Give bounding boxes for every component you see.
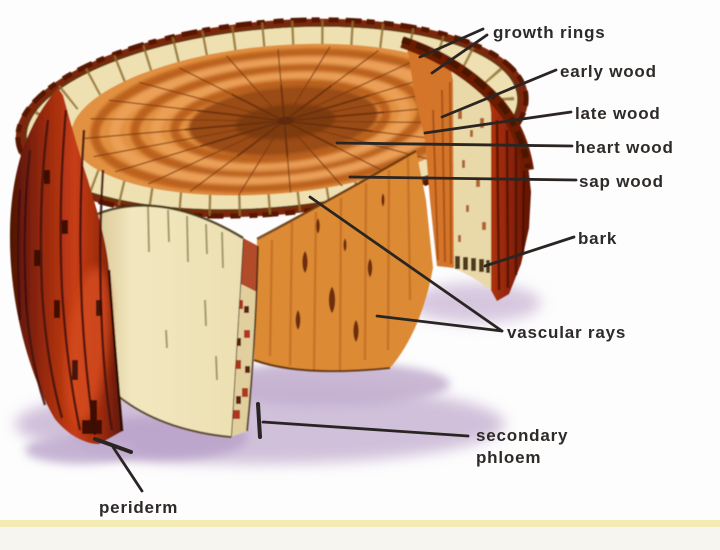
phloem-strip-streaks bbox=[147, 204, 224, 381]
label-growth-rings: growth rings bbox=[493, 23, 606, 42]
leader-growth-rings-b bbox=[430, 33, 489, 75]
periderm-bark-chips bbox=[34, 170, 102, 434]
phloem-edge-mottle-dark bbox=[236, 306, 250, 404]
phloem-strip-fill bbox=[95, 205, 243, 437]
sapwood-outer-line bbox=[24, 24, 520, 212]
phloem-strip-top-edge bbox=[94, 204, 244, 240]
label-late-wood: late wood bbox=[575, 104, 661, 123]
leader-sap-wood bbox=[348, 175, 578, 182]
label-early-wood: early wood bbox=[560, 62, 657, 81]
label-sap-wood: sap wood bbox=[579, 172, 664, 191]
leader-late-wood bbox=[423, 110, 573, 135]
label-heart-wood: heart wood bbox=[575, 138, 674, 157]
label-periderm: periderm bbox=[99, 498, 178, 517]
label-bark: bark bbox=[578, 229, 617, 248]
periderm-texture bbox=[16, 109, 114, 436]
leader-vascular-rays-a bbox=[308, 195, 504, 333]
label-secondary-phloem-line1: secondary bbox=[476, 426, 568, 445]
wood-face-bottom-edge bbox=[253, 359, 391, 373]
pith-center bbox=[277, 116, 294, 125]
tick-periderm bbox=[93, 437, 133, 454]
bark-wall-phloem-speckles bbox=[458, 110, 486, 242]
hub-spokes bbox=[184, 84, 385, 157]
phloem-edge-strip bbox=[230, 237, 259, 438]
bottom-margin-band bbox=[0, 527, 720, 550]
leader-heart-wood bbox=[335, 141, 574, 148]
leader-growth-rings-a bbox=[418, 27, 485, 59]
leader-bark bbox=[483, 235, 576, 268]
periderm-inner-seam bbox=[107, 269, 124, 432]
label-secondary-phloem-line2: phloem bbox=[476, 448, 541, 467]
label-vascular-rays: vascular rays bbox=[507, 323, 626, 342]
labels: growth rings early wood late wood heart … bbox=[99, 23, 674, 517]
wood-face-streaks bbox=[268, 157, 412, 372]
vascular-ray-lenses bbox=[295, 193, 385, 342]
leader-lines bbox=[93, 27, 578, 493]
leader-periderm bbox=[111, 445, 144, 493]
phloem-strip-bottom-edge bbox=[116, 394, 232, 438]
bark-wall-check-row bbox=[455, 256, 490, 273]
leader-secondary-phloem bbox=[261, 420, 470, 438]
wood-face-top-seam bbox=[256, 149, 417, 241]
tick-secondary-phloem bbox=[256, 402, 262, 439]
leader-vascular-rays-b bbox=[375, 314, 504, 333]
leader-early-wood bbox=[440, 68, 558, 119]
bark-rim-texture bbox=[15, 17, 529, 219]
bottom-yellow-strip bbox=[0, 520, 720, 527]
wood-cylinder-face bbox=[253, 149, 433, 373]
periderm-strip bbox=[9, 88, 124, 444]
trunk-illustration bbox=[9, 17, 534, 444]
